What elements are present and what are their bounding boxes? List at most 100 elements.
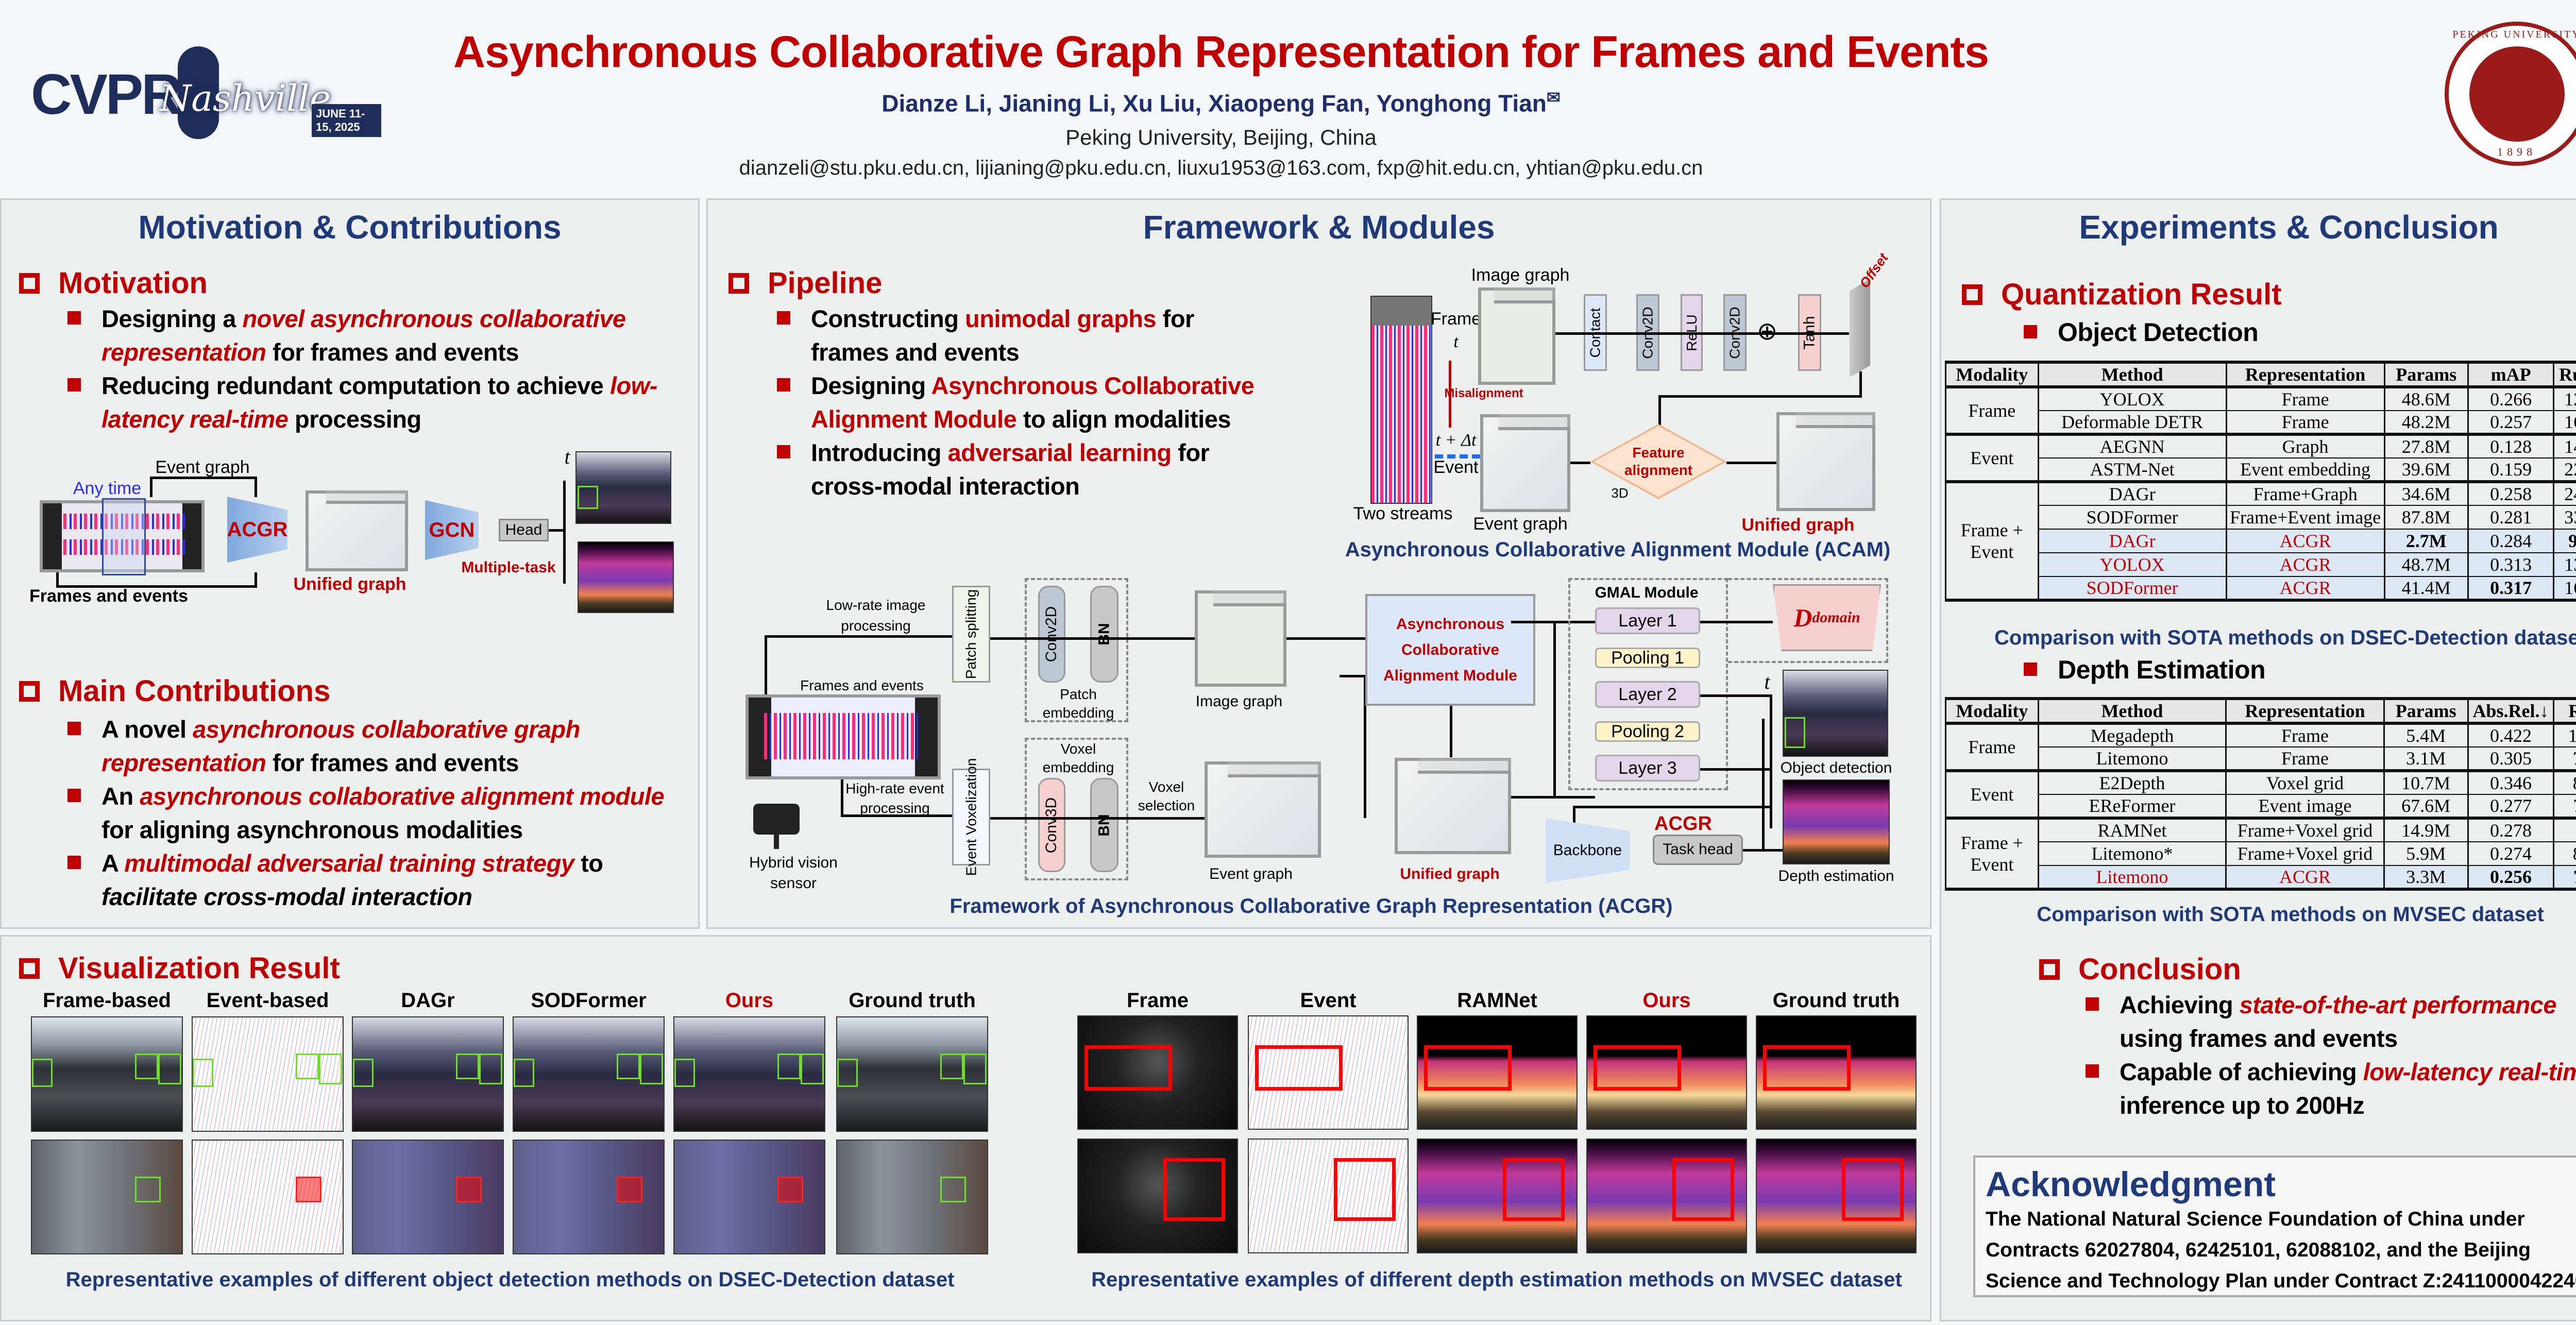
bounding-box — [963, 1054, 987, 1084]
table-cell: 0.266 — [2467, 387, 2555, 411]
gcn-block: GCN — [425, 500, 479, 560]
table-cell: 67.6M — [2383, 794, 2469, 818]
column-label: Ours — [1642, 989, 1691, 1012]
detection-output-stack — [575, 451, 671, 524]
detection-table: ModalityMethodRepresentationParamsmAPRun… — [1945, 361, 2576, 602]
highlight-box — [1594, 1045, 1681, 1091]
table-cell: 7.116 — [2553, 794, 2576, 818]
detection-result-image — [352, 1140, 504, 1254]
bounding-box — [456, 1177, 482, 1202]
acknowledgment-box: Acknowledgment The National Natural Scie… — [1973, 1156, 2576, 1297]
event-dots — [63, 514, 187, 529]
table-cell: 0.346 — [2467, 771, 2555, 794]
table-cell: Frame+Event image — [2225, 505, 2385, 529]
text: Capable of achieving — [2120, 1058, 2363, 1085]
section-heading: Conclusion — [2078, 953, 2241, 986]
column-label: SODFormer — [531, 989, 647, 1012]
bounding-box — [158, 1054, 181, 1084]
bounding-box — [837, 1059, 858, 1087]
acknowledgment-line: The National Natural Science Foundation … — [1986, 1208, 2525, 1230]
table-cell: 0.278 — [2467, 818, 2555, 842]
bullet-item: A novel asynchronous collaborative graph… — [67, 712, 664, 779]
bullet-square-icon — [2024, 325, 2037, 338]
table-cell: 3.1M — [2383, 747, 2469, 771]
bullet-square-icon — [2086, 997, 2099, 1011]
text: for — [1156, 305, 1195, 332]
table-cell: YOLOX — [2037, 553, 2227, 576]
table-cell: 8.82 — [2553, 818, 2576, 842]
table-cell: 9.1 ms — [2553, 529, 2576, 553]
emphasis: asynchronous collaborative graph — [193, 716, 580, 743]
label-frames-events: Frames and events — [29, 586, 189, 606]
highlight-box — [1672, 1158, 1734, 1221]
table-cell: Frame — [2225, 387, 2385, 411]
head-block: Head — [499, 519, 549, 541]
text: frames and events — [811, 338, 1020, 366]
table-row: Frame + EventDAGrFrame+Graph34.6M0.25824… — [1945, 482, 2576, 600]
bounding-box — [801, 1054, 824, 1084]
label-event-graph: Event graph — [155, 457, 250, 477]
bounding-box — [135, 1177, 161, 1202]
detection-result-image — [192, 1016, 344, 1132]
table-cell: Frame+Voxel grid — [2225, 842, 2385, 865]
contribution-bullets: A novel asynchronous collaborative graph… — [67, 712, 665, 913]
bounding-box — [32, 1059, 53, 1087]
section-heading: Motivation — [58, 266, 208, 300]
bullet-square-icon — [2086, 1064, 2099, 1078]
cvpr-logo: CVPR Nashville JUNE 11-15, 2025 — [31, 41, 381, 144]
depth-result-image — [1417, 1139, 1578, 1253]
text: Designing a — [101, 305, 243, 332]
table-cell: 0.257 — [2467, 411, 2555, 434]
highlight-box — [1503, 1158, 1565, 1221]
bounding-box — [674, 1059, 695, 1087]
subheading: Depth Estimation — [2058, 655, 2266, 684]
bullet-square-icon — [67, 722, 81, 735]
table-cell: 10.7M — [2383, 771, 2469, 794]
table-cell: 0.305 — [2467, 747, 2555, 771]
depth-result-image — [1077, 1139, 1238, 1253]
depth-estimation-subheading: Depth Estimation — [2024, 653, 2266, 687]
section-heading: Quantization Result — [2001, 278, 2282, 311]
depth-result-image — [1586, 1139, 1747, 1253]
table-cell: DAGr — [2037, 529, 2227, 553]
bullet-item: Capable of achieving low-latency real-ti… — [2086, 1055, 2576, 1122]
detection-result-image — [836, 1140, 988, 1254]
bullet-square-icon — [67, 311, 81, 325]
table-cell: 8.564 — [2553, 771, 2576, 794]
column-label: DAGr — [401, 989, 455, 1012]
section-contributions: Main Contributions — [19, 674, 330, 708]
bounding-box — [193, 1059, 213, 1087]
table-cell: 0.159 — [2467, 458, 2555, 482]
table-cell: 0.317 — [2467, 576, 2555, 600]
seal-emblem-icon — [2469, 46, 2565, 142]
label-unified-graph: Unified graph — [293, 574, 406, 594]
text: using frames and events — [2120, 1025, 2398, 1052]
text: An — [101, 783, 140, 810]
table-cell: Voxel grid — [2225, 771, 2385, 794]
table-cell: SODFormer — [2037, 576, 2227, 600]
column-label: Frame-based — [43, 989, 171, 1012]
seal-year: 1898 — [2497, 145, 2536, 158]
section-square-icon — [19, 958, 40, 979]
section-square-icon — [2039, 959, 2060, 980]
affiliation: Peking University, Beijing, China — [1065, 125, 1377, 149]
text: for aligning asynchronous modalities — [101, 816, 523, 843]
envelope-icon: ✉ — [1546, 88, 1561, 107]
text: facilitate cross-modal interaction — [101, 883, 472, 910]
author-list: Dianze Li, Jianing Li, Xu Liu, Xiaopeng … — [882, 90, 1547, 117]
emphasis: Asynchronous Collaborative — [931, 372, 1255, 399]
column-header: Params — [2383, 697, 2469, 725]
emphasis: multimodal adversarial training strategy — [124, 850, 574, 877]
highlight-box — [1424, 1045, 1512, 1091]
table-cell: Deformable DETR — [2037, 411, 2227, 434]
depth-result-image — [1756, 1015, 1917, 1130]
bounding-box — [456, 1054, 479, 1079]
column-header: Modality — [1945, 697, 2039, 725]
